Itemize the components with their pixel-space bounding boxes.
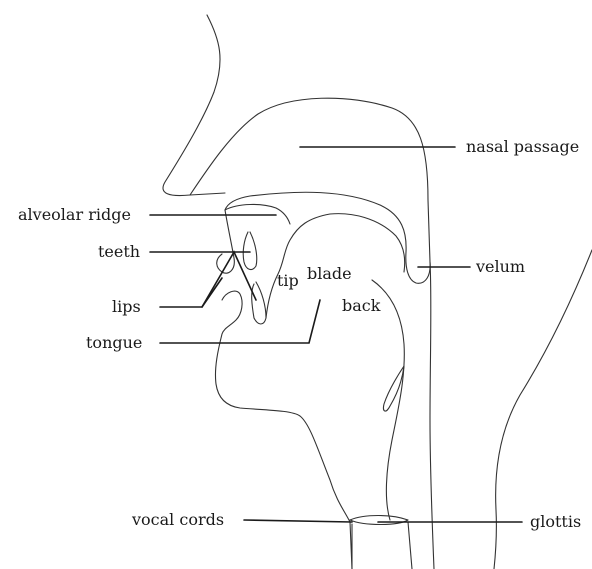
larynx-outline [350, 516, 408, 525]
vocal-cords-leader [244, 520, 352, 522]
lower-lip-outline [222, 291, 242, 334]
label-teeth: teeth [98, 242, 140, 261]
leader-lines [150, 147, 522, 522]
label-alveolar-ridge: alveolar ridge [18, 205, 131, 224]
label-glottis: glottis [530, 512, 581, 531]
label-tongue: tongue [86, 333, 142, 352]
upper-lip-outline [217, 210, 235, 273]
trachea-outline-right [408, 522, 412, 569]
throat-back-outline [430, 262, 434, 569]
epiglottis-outline [383, 366, 404, 411]
upper-tooth-outline [243, 232, 257, 269]
label-blade: blade [307, 264, 352, 283]
label-tip: tip [277, 271, 299, 290]
chin-outline [215, 334, 352, 569]
head-outline [163, 15, 592, 569]
pharynx-front-outline [372, 280, 404, 520]
label-back: back [342, 296, 381, 315]
lower-tooth-outline [252, 282, 266, 324]
label-velum: velum [475, 257, 525, 276]
label-lips: lips [112, 297, 141, 316]
label-vocal-cords: vocal cords [131, 510, 224, 529]
nasal-passage-outline [190, 98, 430, 283]
lips-leader-lower [202, 278, 222, 307]
label-nasal-passage: nasal passage [466, 137, 579, 156]
nose-outline [163, 15, 225, 196]
